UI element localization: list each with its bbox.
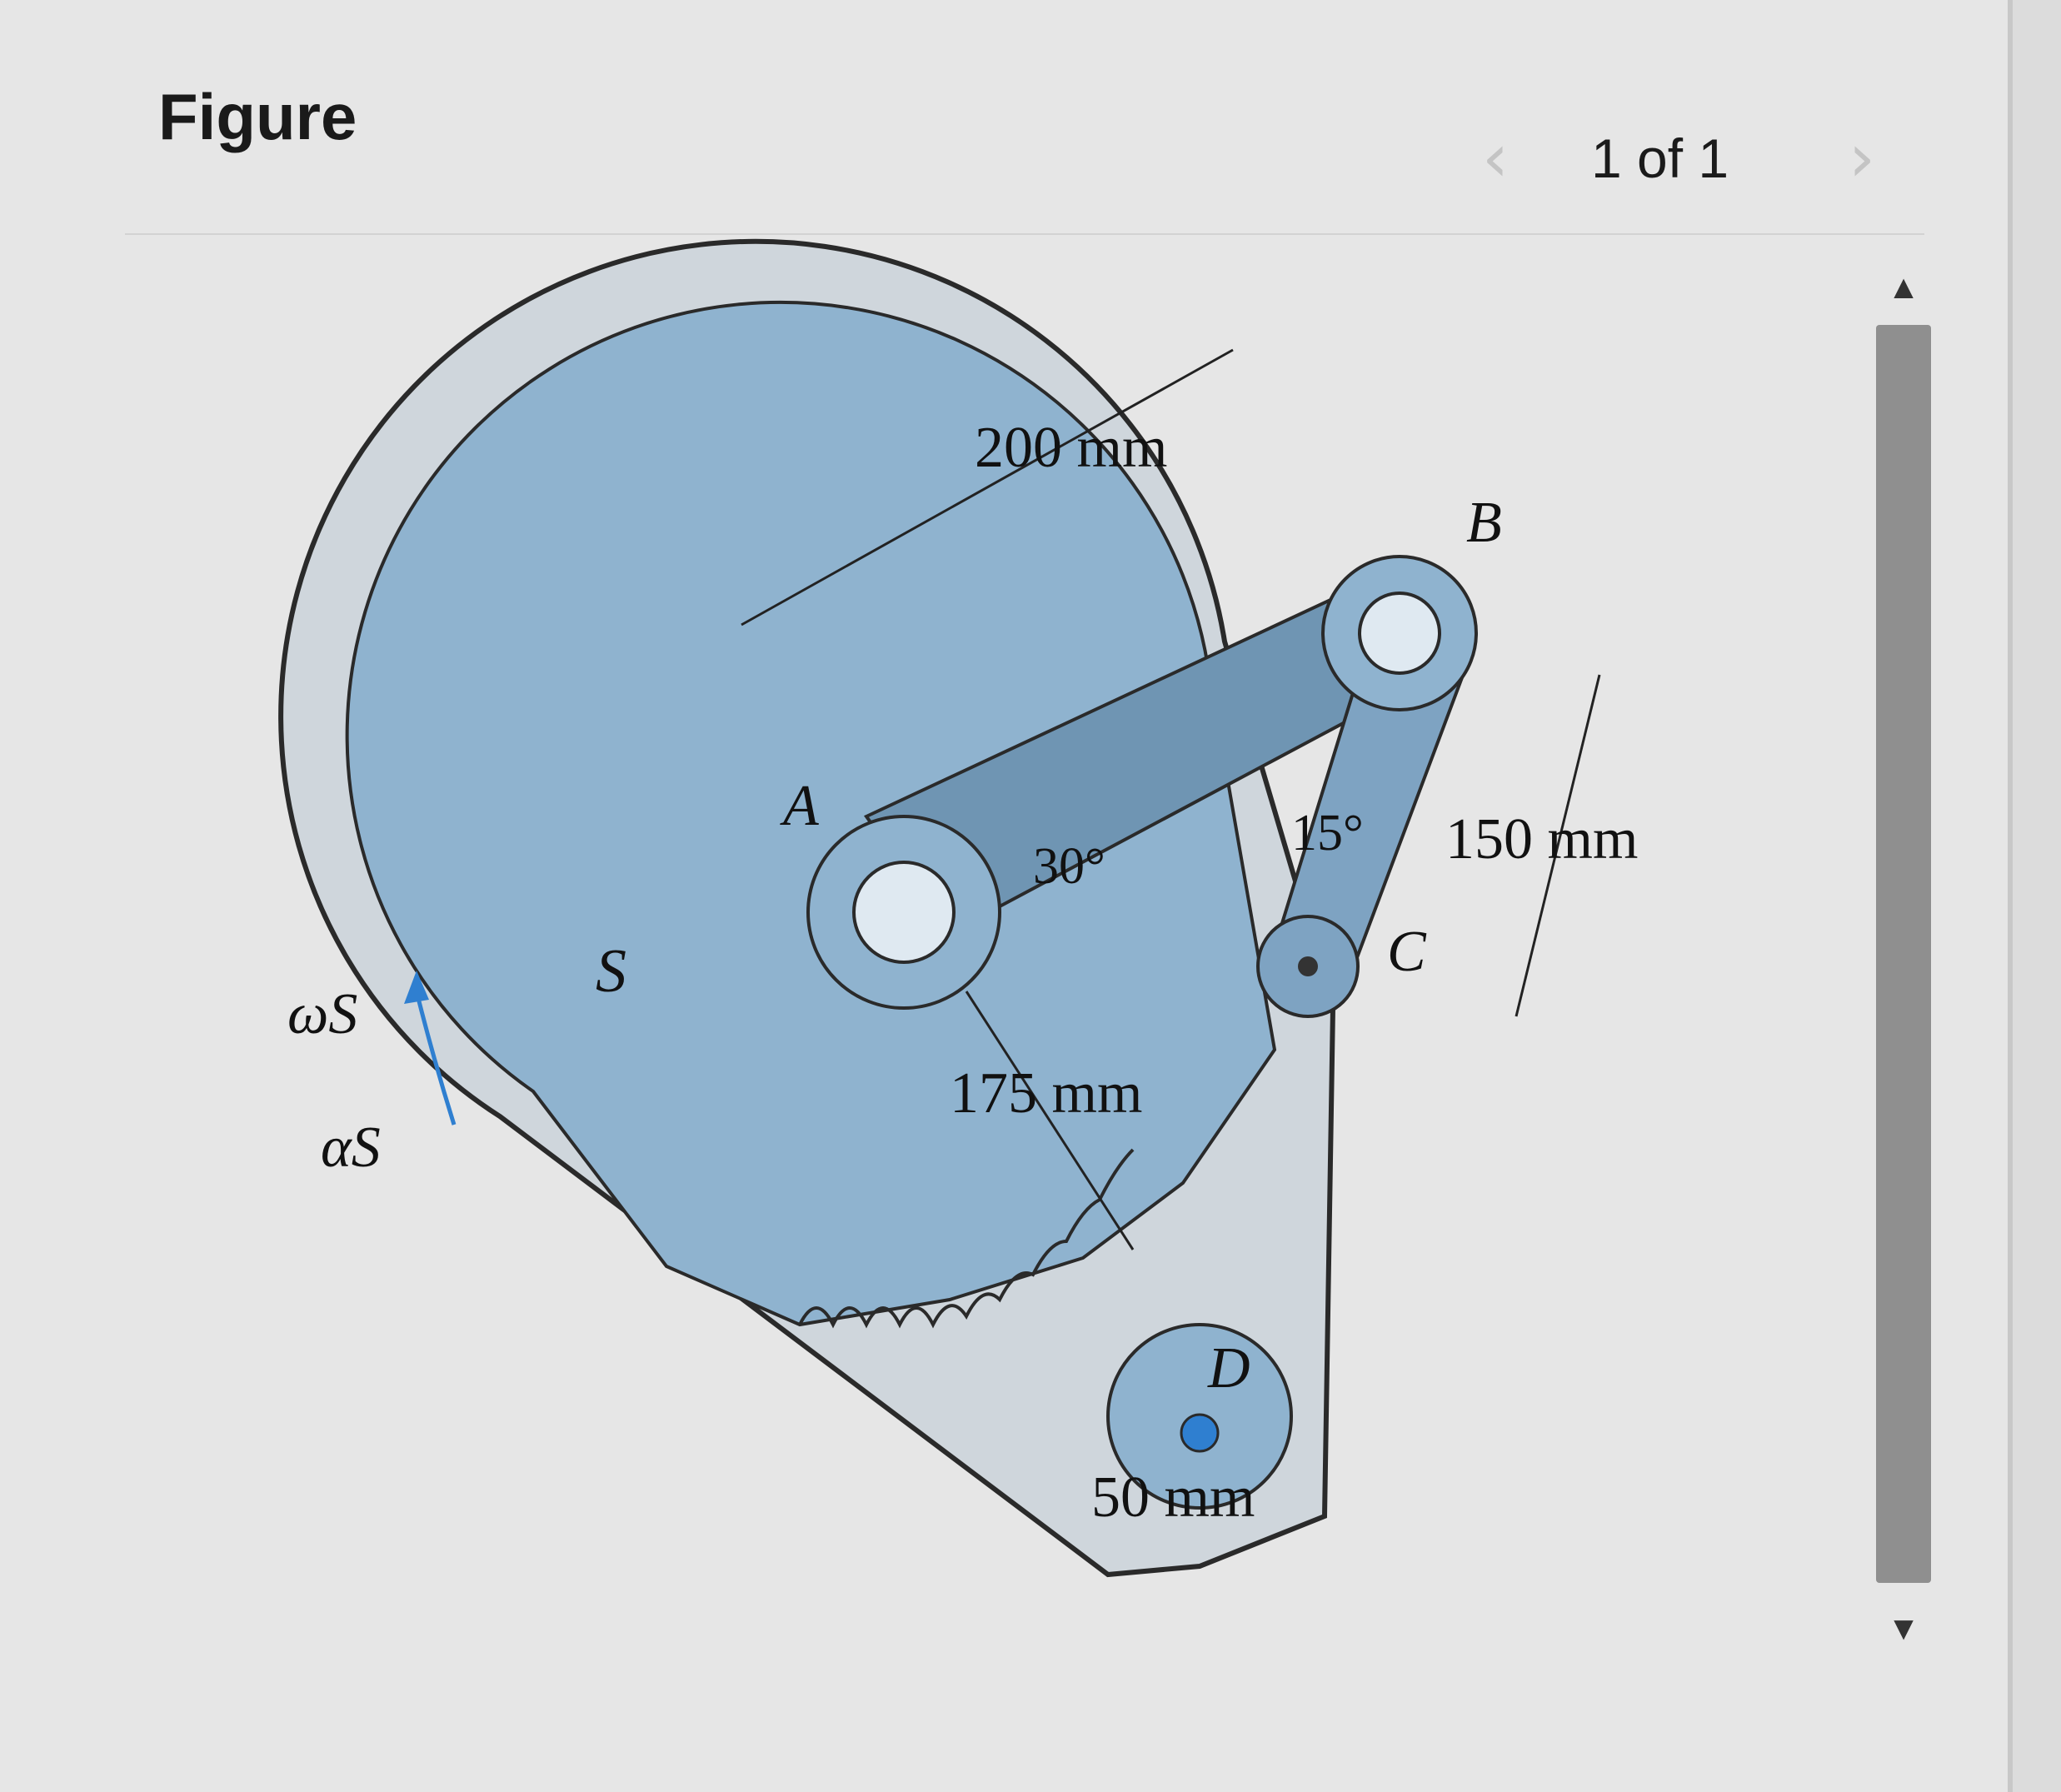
label-dim-bc: 150 mm bbox=[1445, 807, 1638, 871]
label-sprocket-s: S bbox=[596, 937, 626, 1006]
label-angle-15: 15° bbox=[1291, 805, 1364, 861]
dim-line-ab bbox=[741, 348, 1234, 626]
gear-d-hub bbox=[1180, 1413, 1220, 1453]
label-point-a: A bbox=[780, 774, 819, 838]
pager-label: 1 of 1 bbox=[1591, 127, 1729, 189]
label-angle-30: 30° bbox=[1033, 838, 1105, 895]
label-point-b: B bbox=[1466, 491, 1502, 555]
gear-teeth bbox=[798, 1148, 1135, 1329]
label-point-c: C bbox=[1387, 920, 1427, 984]
rotation-arrow-icon bbox=[414, 991, 457, 1126]
header-divider bbox=[125, 233, 1924, 235]
chevron-right-icon[interactable]: › bbox=[1849, 119, 1875, 197]
panel-border bbox=[2008, 0, 2013, 1792]
pin-b-inner bbox=[1358, 592, 1441, 675]
label-dim-ab: 200 mm bbox=[975, 416, 1167, 480]
label-alpha: αS bbox=[321, 1116, 381, 1180]
chevron-left-icon[interactable]: ‹ bbox=[1482, 119, 1509, 197]
dim-line-radius bbox=[965, 991, 1135, 1250]
pin-c-center bbox=[1298, 956, 1318, 976]
scrollbar-thumb[interactable] bbox=[1876, 325, 1931, 1583]
dim-line-bc bbox=[1515, 674, 1601, 1017]
sprocket-s bbox=[345, 300, 1277, 1327]
scroll-down-arrow-icon[interactable]: ▼ bbox=[1887, 1610, 1920, 1647]
mechanism-figure: 200 mm B A 30° 15° 150 mm C S ωS αS 175 … bbox=[278, 238, 1638, 1578]
figure-pager: ‹ 1 of 1 › bbox=[1466, 117, 1899, 200]
label-gear-d: D bbox=[1207, 1336, 1250, 1400]
label-dim-d: 50 mm bbox=[1091, 1465, 1255, 1530]
pin-a-inner bbox=[852, 861, 956, 964]
label-omega: ωS bbox=[287, 982, 357, 1046]
figure-title: Figure bbox=[158, 80, 357, 153]
label-dim-radius: 175 mm bbox=[950, 1061, 1142, 1126]
rotation-arrowhead bbox=[404, 971, 429, 1004]
scroll-up-arrow-icon[interactable]: ▲ bbox=[1887, 269, 1920, 306]
vertical-scrollbar[interactable]: ▲ ▼ bbox=[1866, 269, 1941, 1647]
